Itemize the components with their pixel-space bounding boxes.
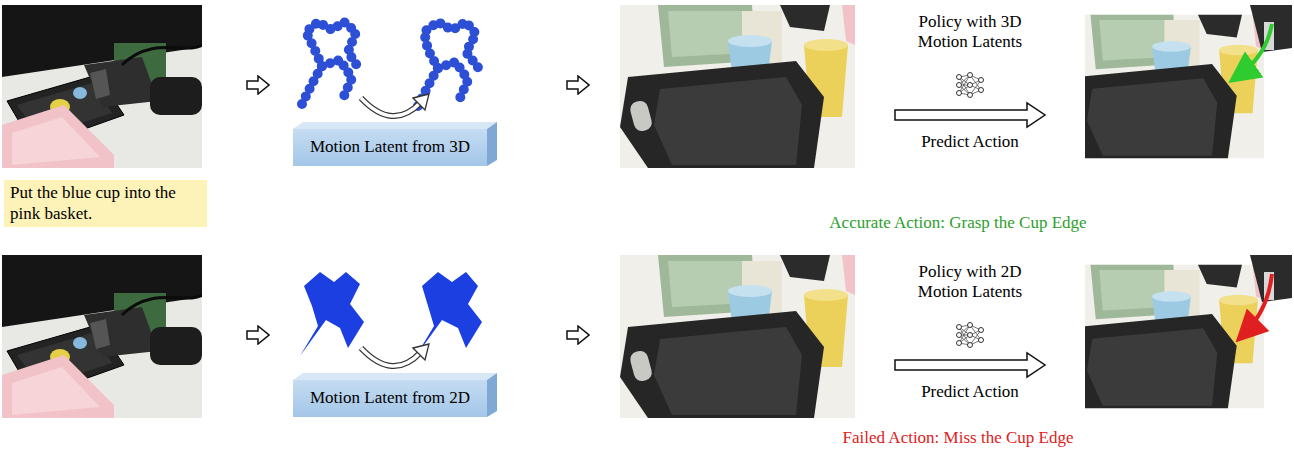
result-label: Failed Action: Miss the Cup Edge	[793, 428, 1123, 448]
prism-side	[487, 373, 497, 417]
point-cloud	[302, 22, 480, 106]
flow-arrow	[247, 326, 269, 344]
2d-silhouette	[300, 272, 482, 356]
flow-arrow	[247, 76, 269, 94]
transition-arrow	[361, 344, 429, 366]
predict-arrow	[895, 353, 1045, 377]
result-label: Accurate Action: Grasp the Cup Edge	[793, 213, 1123, 233]
latent-box: Motion Latent from 3D	[293, 129, 487, 166]
prism-top	[293, 373, 497, 380]
action-arrow	[1238, 24, 1272, 76]
transition-arrow	[361, 94, 429, 116]
box-text: Motion Latent from 3D	[310, 137, 470, 157]
network-icon	[957, 73, 984, 98]
latent-box: Motion Latent from 2D	[293, 380, 487, 417]
step-label: Predict Action	[895, 132, 1045, 152]
policy-label: Policy with 2D Motion Latents	[895, 262, 1045, 303]
prism-side	[487, 122, 497, 166]
predict-arrow	[895, 103, 1045, 127]
policy-label: Policy with 3D Motion Latents	[895, 12, 1045, 53]
box-text: Put the blue cup into the pink basket.	[10, 183, 201, 224]
flow-arrow	[567, 326, 589, 344]
scene-photo	[2, 5, 202, 168]
network-icon	[957, 323, 984, 348]
prism-top	[293, 122, 497, 129]
step-label: Predict Action	[895, 382, 1045, 402]
action-arrow	[1244, 274, 1272, 334]
result-photo	[1057, 265, 1264, 409]
box-text: Motion Latent from 2D	[310, 388, 470, 408]
scene-photo	[620, 255, 855, 418]
scene-photo	[2, 255, 202, 418]
instruction-box: Put the blue cup into the pink basket.	[4, 180, 207, 227]
scene-photo	[620, 5, 855, 168]
result-photo	[1057, 15, 1264, 159]
flow-arrow	[567, 76, 589, 94]
